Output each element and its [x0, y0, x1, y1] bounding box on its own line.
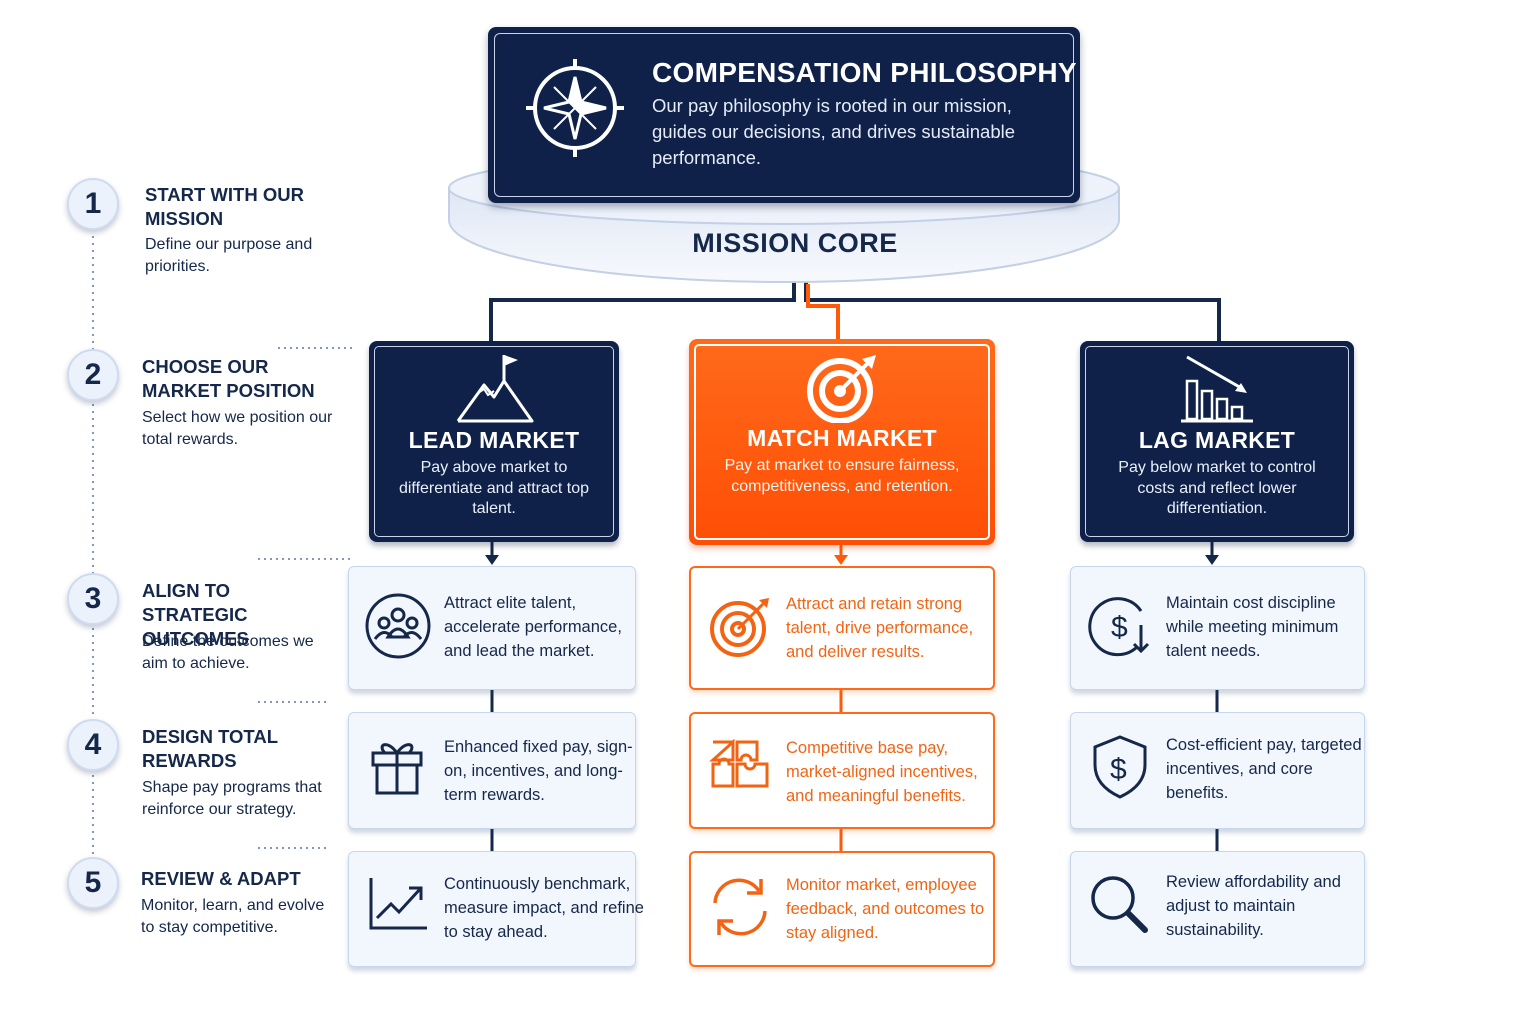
- lead-market-title: LEAD MARKET: [408, 427, 580, 453]
- mission-core-label: MISSION CORE: [692, 228, 898, 258]
- step-3-description: Define the outcomes we aim to achieve.: [142, 633, 314, 672]
- refresh-icon: [713, 878, 767, 936]
- philosophy-description: Our pay philosophy is rooted in our miss…: [652, 95, 1016, 168]
- step-2-description: Select how we position our total rewards…: [142, 409, 333, 448]
- gift-icon: [371, 743, 423, 795]
- match-rewards-card: Competitive base pay, market-aligned inc…: [689, 712, 995, 829]
- step-2-number: 2: [67, 349, 119, 401]
- header-frame: [494, 33, 1074, 197]
- lead-outcome-card: Attract elite talent, accelerate perform…: [348, 566, 636, 690]
- target-icon: [807, 355, 876, 423]
- lead-rewards-text: Enhanced fixed pay, sign-on, incentives,…: [444, 738, 633, 804]
- svg-text:$: $: [1111, 611, 1128, 644]
- step-2-title: CHOOSE OUR MARKET POSITION: [142, 356, 315, 401]
- step-3-title: ALIGN TO STRATEGIC OUTCOMES: [142, 580, 249, 649]
- lead-review-text: Continuously benchmark, measure impact, …: [444, 875, 644, 941]
- page-title: COMPENSATION PHILOSOPHY: [652, 57, 1077, 88]
- lag-review-text: Review affordability and adjust to maint…: [1166, 873, 1341, 939]
- match-review-card: Monitor market, employee feedback, and o…: [689, 851, 995, 967]
- dollar-down-icon: $: [1088, 597, 1150, 657]
- match-outcome-text: Attract and retain strong talent, drive …: [786, 595, 974, 661]
- declining-bars-icon: [1181, 355, 1253, 423]
- match-rewards-text: Competitive base pay, market-aligned inc…: [786, 739, 978, 805]
- match-market-title: MATCH MARKET: [747, 425, 937, 451]
- step-5-title: REVIEW & ADAPT: [141, 868, 301, 889]
- lag-market-box: LAG MARKET Pay below market to control c…: [1080, 341, 1354, 542]
- target-icon: [710, 598, 769, 657]
- step-4-description: Shape pay programs that reinforce our st…: [142, 779, 322, 818]
- lag-outcome-text: Maintain cost discipline while meeting m…: [1166, 594, 1339, 660]
- step-1-description: Define our purpose and priorities.: [145, 236, 313, 275]
- lag-rewards-text: Cost-efficient pay, targeted incentives,…: [1166, 736, 1362, 802]
- lead-rewards-card: Enhanced fixed pay, sign-on, incentives,…: [348, 712, 636, 829]
- magnifier-icon: [1091, 876, 1148, 933]
- lag-market-frame: [1085, 346, 1349, 537]
- match-market-description: Pay at market to ensure fairness, compet…: [724, 457, 960, 495]
- lead-market-frame: [374, 346, 614, 537]
- match-review-text: Monitor market, employee feedback, and o…: [786, 876, 985, 942]
- lag-review-card: Review affordability and adjust to maint…: [1070, 851, 1365, 967]
- lag-rewards-card: $ Cost-efficient pay, targeted incentive…: [1070, 712, 1365, 829]
- compass-icon: [526, 59, 624, 157]
- lead-outcome-text: Attract elite talent, accelerate perform…: [444, 594, 622, 660]
- lag-outcome-card: $ Maintain cost discipline while meeting…: [1070, 566, 1365, 690]
- puzzle-icon: [709, 738, 769, 788]
- step-5-number: 5: [67, 857, 119, 909]
- step-1-title: START WITH OUR MISSION: [145, 184, 304, 229]
- step-3-number: 3: [67, 573, 119, 625]
- match-outcome-card: Attract and retain strong talent, drive …: [689, 566, 995, 690]
- svg-text:$: $: [1110, 753, 1127, 786]
- match-market-frame: [694, 344, 990, 540]
- lag-market-description: Pay below market to control costs and re…: [1118, 459, 1316, 517]
- philosophy-header: COMPENSATION PHILOSOPHY Our pay philosop…: [488, 27, 1080, 203]
- dollar-shield-icon: $: [1093, 735, 1147, 799]
- team-icon: [365, 593, 431, 659]
- mountain-flag-icon: [456, 355, 534, 423]
- step-1-number: 1: [67, 178, 119, 230]
- step-4-number: 4: [67, 719, 119, 771]
- step-4-title: DESIGN TOTAL REWARDS: [142, 726, 278, 771]
- step-5-description: Monitor, learn, and evolve to stay compe…: [141, 897, 325, 936]
- lead-market-box: LEAD MARKET Pay above market to differen…: [369, 341, 619, 542]
- lead-review-card: Continuously benchmark, measure impact, …: [348, 851, 644, 967]
- trend-up-icon: [369, 878, 427, 930]
- match-market-box: MATCH MARKET Pay at market to ensure fai…: [689, 339, 995, 545]
- lead-market-description: Pay above market to differentiate and at…: [398, 459, 590, 517]
- lag-market-title: LAG MARKET: [1138, 427, 1296, 453]
